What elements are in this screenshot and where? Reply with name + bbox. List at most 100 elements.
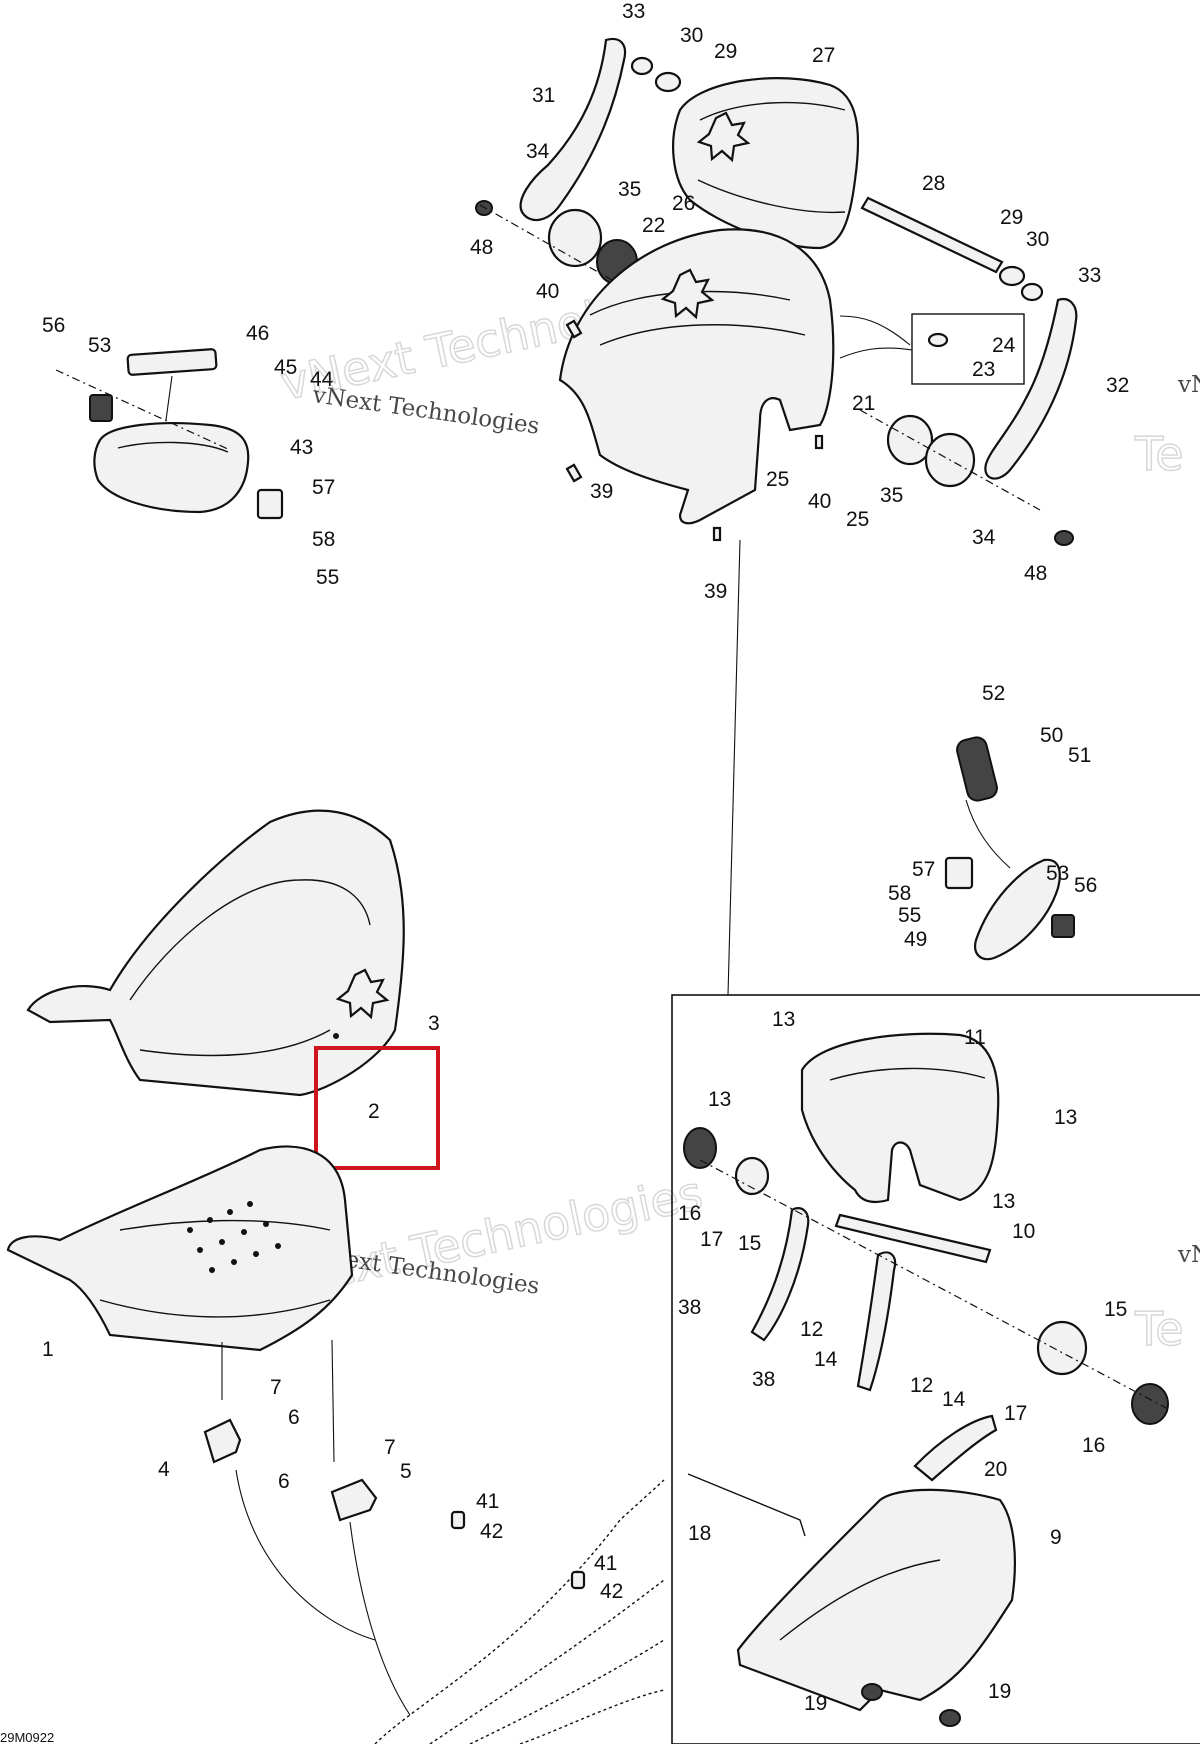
callout-labels: 1 2 3 4 5 6 6 7 7 9 10 11 12 12 13 13 13…: [42, 0, 1129, 1715]
callout-9: 9: [1050, 1526, 1062, 1549]
callout-52: 52: [982, 682, 1005, 705]
callout-23: 23: [972, 358, 995, 381]
watermark-text-edge: vN: [1177, 372, 1200, 398]
seat-brackets: [203, 1418, 411, 1716]
fastener-point: [333, 1033, 339, 1039]
callout-10: 10: [1012, 1220, 1035, 1243]
passenger-seat-cover: [558, 228, 835, 525]
support-shaft: [860, 196, 1004, 274]
callout-49: 49: [904, 928, 927, 951]
hardware-detail-box: [911, 313, 1025, 385]
callout-35: 35: [880, 484, 903, 507]
logo-mark: [335, 968, 390, 1020]
grab-handle: [93, 422, 250, 514]
leader-to-detail: [727, 539, 741, 996]
washer: [998, 265, 1026, 287]
callout-5: 5: [400, 1460, 412, 1483]
callout-30: 30: [1026, 228, 1049, 251]
callout-32: 32: [1106, 374, 1129, 397]
callout-17: 17: [1004, 1402, 1027, 1425]
bearing: [1131, 1383, 1169, 1425]
bearing: [683, 1127, 717, 1169]
callout-51: 51: [1068, 744, 1091, 767]
callout-13: 13: [1054, 1106, 1077, 1129]
pin: [814, 434, 824, 450]
callout-25: 25: [846, 508, 869, 531]
callout-53: 53: [1046, 862, 1069, 885]
detail-frame: [671, 994, 1200, 1744]
foot: [939, 1709, 961, 1727]
callout-39: 39: [590, 480, 613, 503]
ratchet-plate: [1036, 1320, 1088, 1376]
callout-22: 22: [642, 214, 665, 237]
callout-20: 20: [984, 1458, 1007, 1481]
watermark-text: vNext Technologies: [310, 382, 541, 440]
ratchet-plate: [734, 1156, 770, 1196]
callout-17: 17: [700, 1228, 723, 1251]
foot: [861, 1683, 883, 1701]
callout-57: 57: [912, 858, 935, 881]
rubber-bumper: [450, 1510, 466, 1530]
callout-30: 30: [680, 24, 703, 47]
callout-31: 31: [532, 84, 555, 107]
ratchet-hub: [547, 208, 603, 268]
callout-14: 14: [814, 1348, 838, 1371]
mounting-bracket: [203, 1418, 242, 1464]
pin: [712, 526, 722, 542]
callout-38: 38: [752, 1368, 775, 1391]
pin: [565, 463, 583, 483]
seat-base-pan: [6, 1145, 354, 1352]
callout-15: 15: [738, 1232, 761, 1255]
callout-24: 24: [992, 334, 1016, 357]
callout-58: 58: [888, 882, 911, 905]
backrest-assembly: [475, 37, 1078, 546]
seat-base: [6, 1145, 354, 1463]
callout-45: 45: [274, 356, 297, 379]
callout-34: 34: [972, 526, 996, 549]
left-grab-handle: [55, 348, 284, 520]
callout-40: 40: [536, 280, 559, 303]
grommet: [927, 332, 949, 348]
mechanism-detail: [671, 994, 1200, 1744]
callout-28: 28: [922, 172, 945, 195]
callout-55: 55: [316, 566, 339, 589]
callout-16: 16: [678, 1202, 701, 1225]
callout-14: 14: [942, 1388, 966, 1411]
mounting-bracket: [330, 1478, 378, 1522]
callout-33: 33: [622, 0, 645, 23]
grab-handle: [974, 858, 1061, 961]
watermark-ghost-edge: Te: [1134, 1302, 1184, 1356]
callout-33: 33: [1078, 264, 1101, 287]
callout-25: 25: [766, 468, 789, 491]
washer: [654, 71, 682, 93]
callout-42: 42: [600, 1580, 623, 1603]
callout-40: 40: [808, 490, 831, 513]
clip: [256, 488, 284, 520]
logo-mark: [696, 111, 751, 163]
shaft-assembly: [834, 1213, 992, 1264]
seat-lever: [750, 1207, 810, 1342]
arrow-leader: [235, 1469, 376, 1641]
callout-29: 29: [714, 40, 737, 63]
callout-57: 57: [312, 476, 335, 499]
pin: [565, 319, 583, 339]
seat-lever: [856, 1251, 897, 1392]
drawing-code: 29M0922: [0, 1730, 54, 1744]
base-holes: [187, 1201, 281, 1273]
callout-18: 18: [688, 1522, 711, 1545]
callout-34: 34: [526, 140, 550, 163]
washer: [1020, 282, 1044, 302]
callout-29: 29: [1000, 206, 1023, 229]
mechanism-base: [736, 1488, 1016, 1712]
callout-35: 35: [618, 178, 641, 201]
callout-6: 6: [288, 1406, 300, 1429]
driver-seat: [26, 809, 405, 1097]
watermark-text-edge: vN: [1177, 1242, 1200, 1268]
callout-26: 26: [672, 192, 695, 215]
callout-42: 42: [480, 1520, 503, 1543]
strap: [913, 1414, 998, 1482]
callout-39: 39: [704, 580, 727, 603]
callout-58: 58: [312, 528, 335, 551]
callout-43: 43: [290, 436, 313, 459]
rubber-bumper: [570, 1570, 586, 1590]
